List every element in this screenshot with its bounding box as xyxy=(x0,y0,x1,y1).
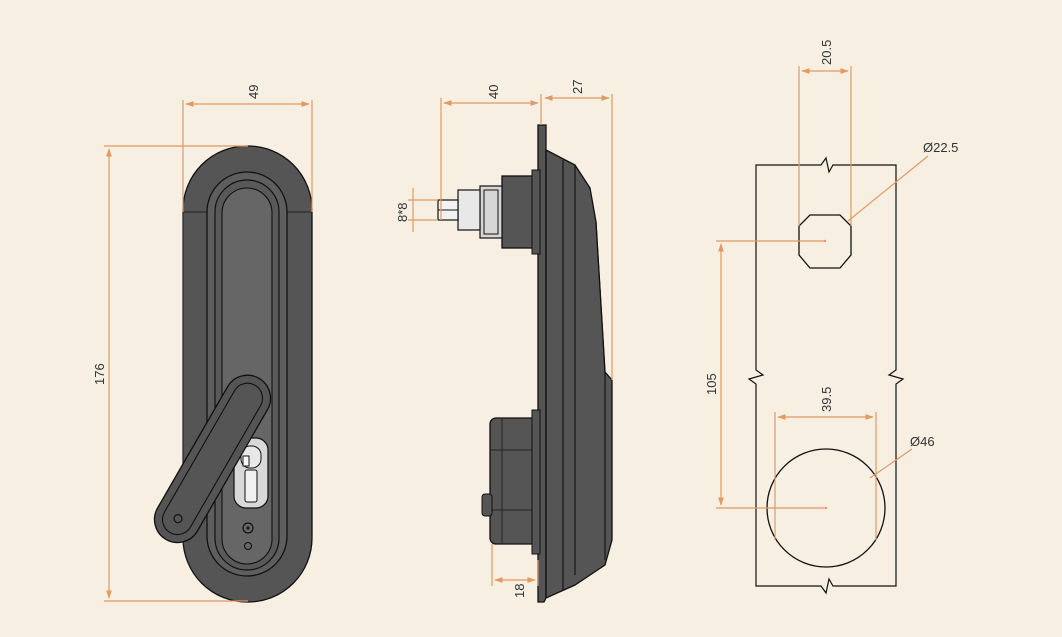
cutout-view: 20.5 Ø22.5 105 39.5 Ø46 xyxy=(704,40,958,595)
side-lock-housing xyxy=(481,409,541,555)
front-view: 49 176 xyxy=(92,85,313,603)
dim-cutout-small-diameter: Ø22.5 xyxy=(923,140,958,155)
dim-side-shaft-depth: 40 xyxy=(486,85,501,99)
dim-front-height: 176 xyxy=(92,363,107,385)
dim-cutout-large-diameter: Ø46 xyxy=(910,434,935,449)
cutout-panel xyxy=(747,156,905,595)
swing-lever xyxy=(153,374,272,544)
lock-cylinder xyxy=(233,437,269,509)
side-view: 40 27 8*8 18 xyxy=(395,80,613,603)
dim-front-width: 49 xyxy=(246,85,261,99)
cutout-small xyxy=(798,214,852,269)
dim-side-handle-offset: 18 xyxy=(512,584,527,598)
side-body xyxy=(545,148,613,600)
dim-cutout-small-width: 20.5 xyxy=(819,40,834,65)
dim-cutout-spacing: 105 xyxy=(704,373,719,395)
indicator-hole xyxy=(242,522,254,534)
dim-cutout-large-width: 39.5 xyxy=(819,387,834,412)
dim-side-body-depth: 27 xyxy=(570,80,585,94)
side-shaft-nut xyxy=(437,185,503,239)
dim-side-square: 8*8 xyxy=(395,202,410,222)
